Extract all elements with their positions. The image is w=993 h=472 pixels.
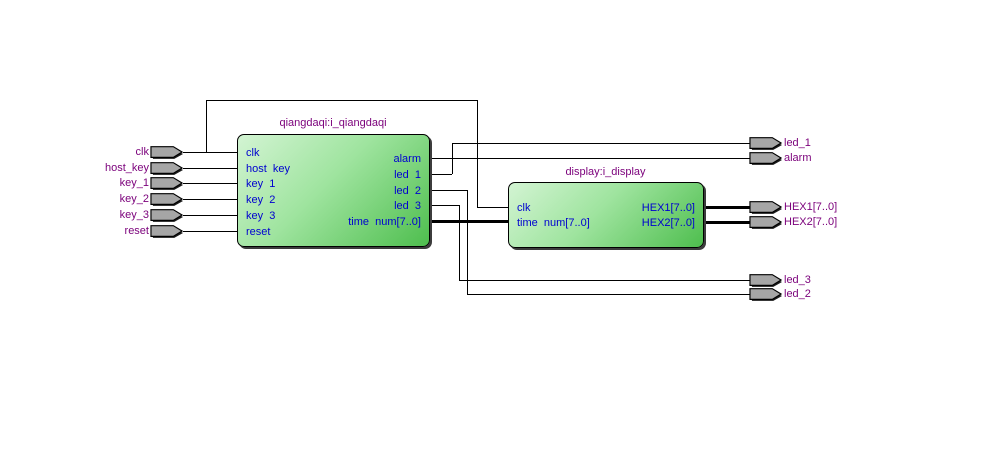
port-display-time-num: time num[7..0] xyxy=(517,217,590,229)
output-pin-led2[interactable]: led_2 xyxy=(749,287,811,301)
output-pin-led2-label: led_2 xyxy=(784,287,811,300)
port-qiangdaqi-time-num: time num[7..0] xyxy=(348,216,421,228)
input-pin-arrow-icon xyxy=(150,224,184,238)
net-clk-display-stub[interactable] xyxy=(477,207,508,208)
output-pin-arrow-icon xyxy=(749,287,783,301)
block-title-display: display:i_display xyxy=(565,166,646,178)
port-display-clk: clk xyxy=(517,202,531,214)
output-pin-arrow-icon xyxy=(749,273,783,287)
input-pin-arrow-icon xyxy=(150,145,184,159)
port-qiangdaqi-led2: led 2 xyxy=(394,185,421,197)
port-display-hex1: HEX1[7..0] xyxy=(641,202,695,214)
net-led2-vertical[interactable] xyxy=(467,190,468,294)
input-pin-reset-label: reset xyxy=(124,224,149,237)
port-display-hex2: HEX2[7..0] xyxy=(641,217,695,229)
output-pin-hex2[interactable]: HEX2[7..0] xyxy=(749,215,837,229)
port-qiangdaqi-key2: key 2 xyxy=(246,194,276,206)
port-qiangdaqi-led1: led 1 xyxy=(394,169,421,181)
net-led2-seg2[interactable] xyxy=(467,294,750,295)
output-pin-arrow-icon xyxy=(749,136,783,150)
net-led2-seg1[interactable] xyxy=(429,190,467,191)
input-pin-arrow-icon xyxy=(150,192,184,206)
input-pin-key1[interactable]: key_1 xyxy=(50,176,184,190)
net-clk-branch-vertical[interactable] xyxy=(206,100,207,152)
net-clk-top-horizontal[interactable] xyxy=(206,100,477,101)
input-pin-key2-label: key_2 xyxy=(119,192,149,205)
net-led3-seg2[interactable] xyxy=(459,280,750,281)
output-pin-alarm-label: alarm xyxy=(784,151,812,164)
block-qiangdaqi[interactable]: clk host key key 1 key 2 key 3 reset ala… xyxy=(237,134,430,247)
output-pin-alarm[interactable]: alarm xyxy=(749,151,812,165)
input-pin-arrow-icon xyxy=(150,161,184,175)
input-pin-clk-label: clk xyxy=(135,145,149,158)
net-host-key-stub[interactable] xyxy=(183,168,237,169)
port-qiangdaqi-key1: key 1 xyxy=(246,178,276,190)
output-pin-hex1-label: HEX1[7..0] xyxy=(784,200,838,213)
net-clk-stub[interactable] xyxy=(183,152,237,153)
output-pin-led3[interactable]: led_3 xyxy=(749,273,811,287)
port-qiangdaqi-host-key: host key xyxy=(246,163,291,175)
input-pin-key3[interactable]: key_3 xyxy=(50,208,184,222)
net-led3-vertical[interactable] xyxy=(459,205,460,280)
port-qiangdaqi-reset: reset xyxy=(246,226,271,238)
port-qiangdaqi-clk: clk xyxy=(246,147,260,159)
input-pin-host-key[interactable]: host_key xyxy=(50,161,184,175)
input-pin-clk[interactable]: clk xyxy=(50,145,184,159)
block-display[interactable]: clk time num[7..0] HEX1[7..0] HEX2[7..0] xyxy=(508,182,704,248)
port-qiangdaqi-key3: key 3 xyxy=(246,210,276,222)
net-led3-seg1[interactable] xyxy=(429,205,459,206)
output-pin-led1-label: led_1 xyxy=(784,136,811,149)
bus-time-num[interactable] xyxy=(429,220,508,223)
input-pin-reset[interactable]: reset xyxy=(50,224,184,238)
input-pin-host-key-label: host_key xyxy=(104,161,149,174)
bus-hex2[interactable] xyxy=(703,221,750,224)
net-key3-stub[interactable] xyxy=(183,215,237,216)
input-pin-arrow-icon xyxy=(150,176,184,190)
output-pin-hex2-label: HEX2[7..0] xyxy=(784,215,838,228)
output-pin-arrow-icon xyxy=(749,215,783,229)
block-title-qiangdaqi: qiangdaqi:i_qiangdaqi xyxy=(279,117,387,129)
input-pin-key3-label: key_3 xyxy=(119,208,149,221)
net-key1-stub[interactable] xyxy=(183,183,237,184)
net-clk-display-vertical[interactable] xyxy=(477,100,478,207)
input-pin-key1-label: key_1 xyxy=(119,176,149,189)
output-pin-led3-label: led_3 xyxy=(784,273,811,286)
output-pin-arrow-icon xyxy=(749,151,783,165)
output-pin-led1[interactable]: led_1 xyxy=(749,136,811,150)
output-pin-arrow-icon xyxy=(749,200,783,214)
port-qiangdaqi-led3: led 3 xyxy=(394,200,421,212)
net-led1-seg1[interactable] xyxy=(429,174,452,175)
output-pin-hex1[interactable]: HEX1[7..0] xyxy=(749,200,837,214)
net-led1-seg2[interactable] xyxy=(452,143,750,144)
port-qiangdaqi-alarm: alarm xyxy=(393,153,421,165)
input-pin-arrow-icon xyxy=(150,208,184,222)
net-reset-stub[interactable] xyxy=(183,231,237,232)
bus-hex1[interactable] xyxy=(703,206,750,209)
net-led1-vertical[interactable] xyxy=(452,143,453,174)
net-alarm[interactable] xyxy=(429,158,750,159)
input-pin-key2[interactable]: key_2 xyxy=(50,192,184,206)
net-key2-stub[interactable] xyxy=(183,199,237,200)
